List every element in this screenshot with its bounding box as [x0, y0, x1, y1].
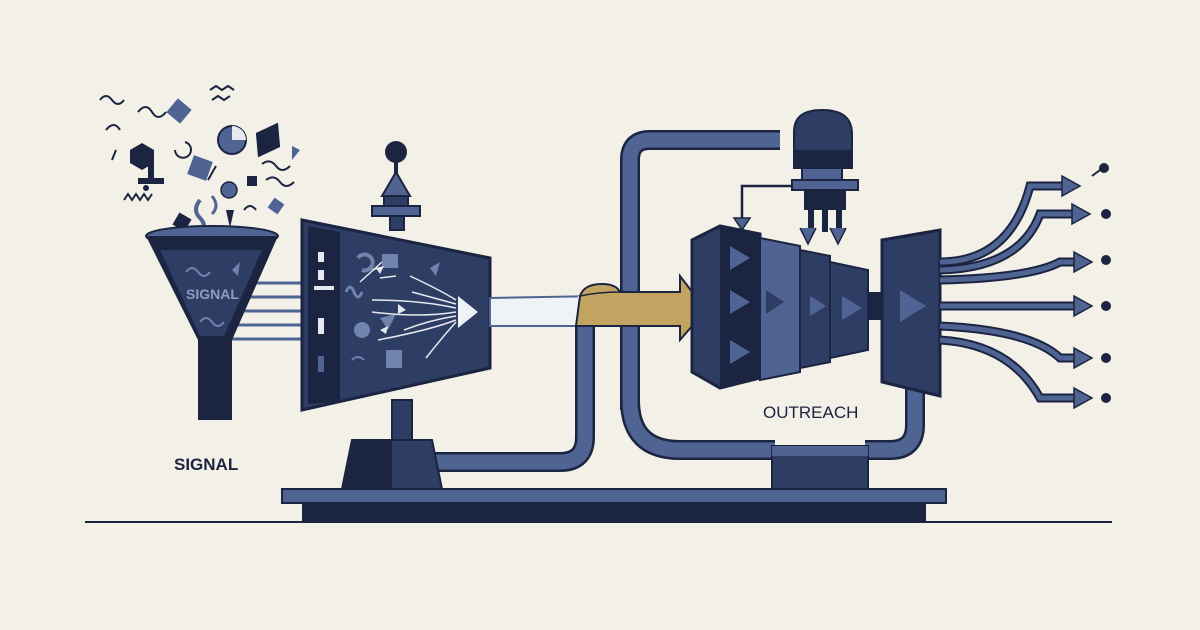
processor-stand: [340, 399, 444, 490]
branching-output-arrows-icon: [939, 163, 1111, 410]
outreach-label: OUTREACH: [763, 403, 858, 422]
signal-processor-screen: [300, 218, 492, 412]
funnel-text: SIGNAL: [186, 286, 239, 302]
pipe-system: [430, 130, 925, 472]
outreach-base-block: [771, 445, 869, 490]
scattered-input-shapes-icon: [99, 84, 300, 238]
dome-sensor: [732, 108, 859, 246]
outreach-engine: [690, 224, 942, 398]
signal-label: SIGNAL: [174, 455, 238, 474]
gold-flow-arrow-icon: [574, 273, 708, 343]
signal-funnel: SIGNAL: [145, 225, 279, 420]
processor-antenna: [371, 141, 421, 231]
machine-base: [281, 488, 947, 521]
